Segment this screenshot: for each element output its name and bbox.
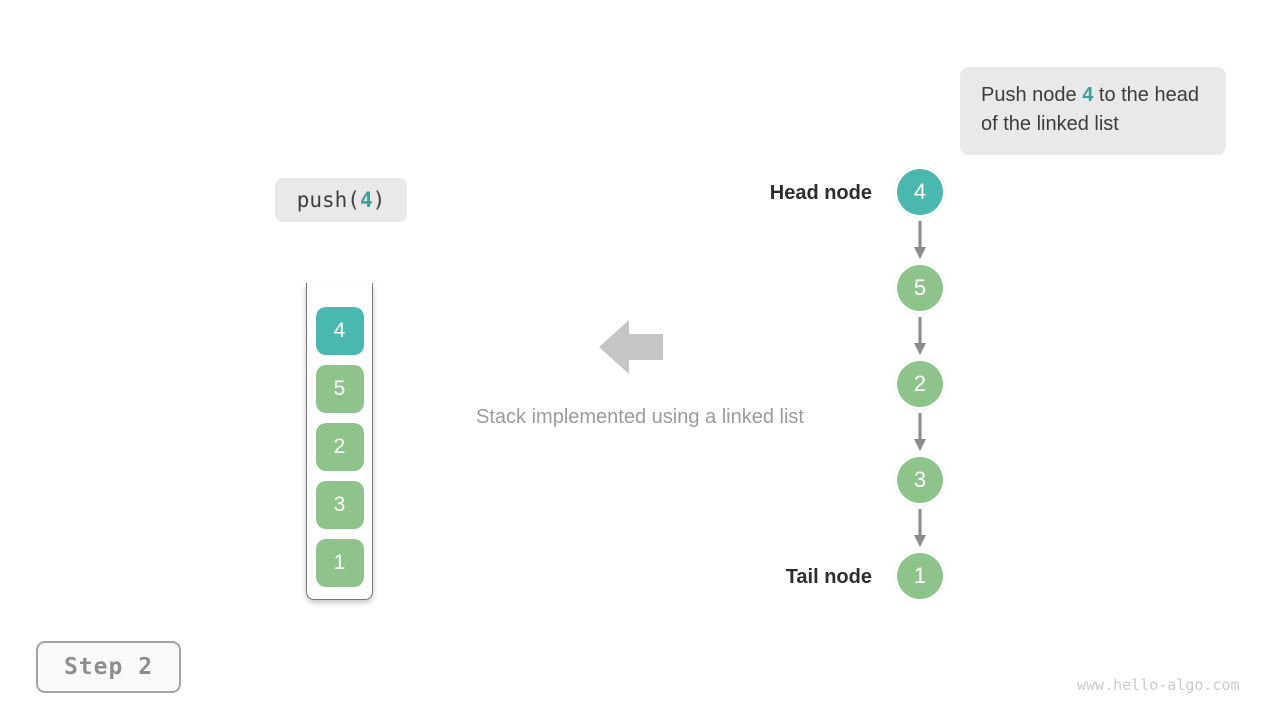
- stack-item-label: 4: [333, 319, 346, 342]
- tail-node-label: Tail node: [785, 566, 872, 588]
- linked-list-node: 3: [891, 451, 949, 509]
- code-suffix: ): [372, 188, 386, 212]
- node-value: 1: [913, 563, 927, 588]
- stack-item: 3: [315, 481, 364, 529]
- node-value: 5: [913, 275, 927, 300]
- node-value: 3: [913, 467, 927, 492]
- code-value: 4: [359, 188, 373, 212]
- code-prefix: push(: [296, 188, 360, 212]
- linked-list-node: 5: [891, 259, 949, 317]
- stack-item-label: 2: [333, 435, 346, 458]
- stack-item-label: 5: [333, 377, 346, 400]
- stack-item: 4: [315, 307, 364, 355]
- stack-item: 1: [315, 539, 364, 587]
- diagram-caption: Stack implemented using a linked list: [476, 406, 804, 428]
- watermark: www.hello-algo.com: [1077, 676, 1240, 694]
- left-block-arrow-icon: [599, 320, 663, 374]
- stack-item-label: 3: [333, 493, 346, 516]
- arrow-down-icon: [914, 413, 926, 451]
- push-code-chip: push(4): [275, 178, 407, 222]
- callout-text-suffix: to the head of the linked list: [981, 84, 1199, 135]
- arrow-down-icon: [914, 317, 926, 355]
- arrow-down-icon: [914, 509, 926, 547]
- head-node-label: Head node: [769, 182, 872, 204]
- stack-item-label: 1: [333, 551, 346, 574]
- step-badge: Step 2: [36, 641, 181, 693]
- linked-list-node: 1: [891, 547, 949, 605]
- stack-container: 4 5 2 3 1: [306, 283, 373, 600]
- arrow-down-icon: [914, 221, 926, 259]
- callout-value: 4: [1082, 84, 1094, 106]
- node-value: 2: [913, 371, 927, 396]
- stack-item: 5: [315, 365, 364, 413]
- node-value: 4: [913, 179, 927, 204]
- linked-list-node: 2: [891, 355, 949, 413]
- stack-item: 2: [315, 423, 364, 471]
- push-callout: Push node 4 to the head of the linked li…: [960, 67, 1226, 155]
- callout-text-prefix: Push node: [981, 84, 1083, 106]
- linked-list-node: 4: [891, 163, 949, 221]
